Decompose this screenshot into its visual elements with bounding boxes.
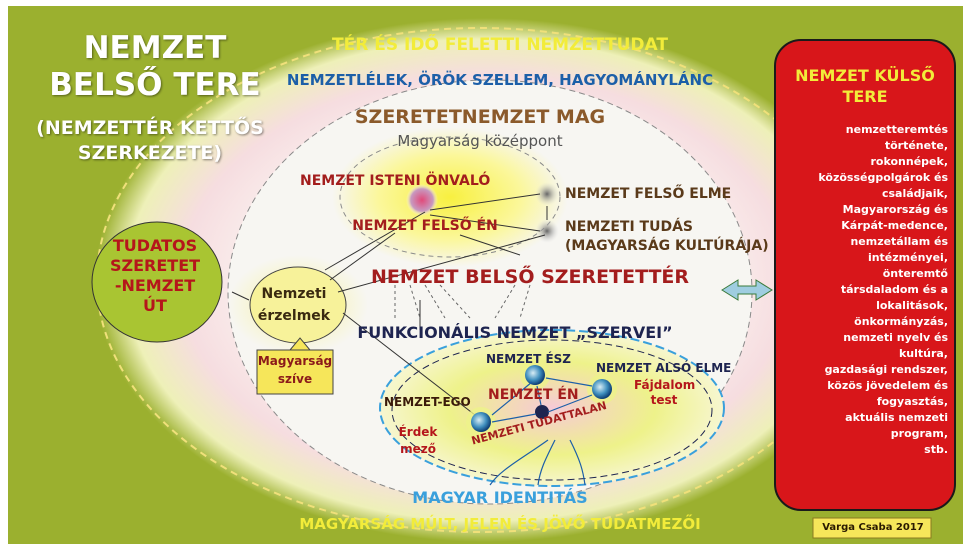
external-list-item: családjaik, <box>881 187 948 200</box>
external-list-item: nemzetállam és <box>850 235 948 248</box>
consciousness-fields-label: MAGYARSÁG MÚLT, JELEN ÉS JÖVŐ TUDATMEZŐI <box>299 515 701 533</box>
top-line-soul: NEMZETLÉLEK, ÖRÖK SZELLEM, HAGYOMÁNYLÁNC <box>286 71 714 89</box>
ego-sphere-icon <box>471 412 491 432</box>
identity-label: MAGYAR IDENTITÁS <box>412 488 588 507</box>
external-list-item: nemzetteremtés <box>845 123 948 136</box>
external-list-item: önteremtő <box>882 267 948 280</box>
external-list-item: nemzeti nyelv és <box>843 331 948 344</box>
external-list: nemzetteremtés története, rokonnépek, közös… <box>784 122 948 458</box>
core-dashed-ellipse <box>339 136 561 258</box>
external-list-item: közös jövedelem és <box>827 379 948 392</box>
core-center-label: Magyarság középpont <box>397 132 563 150</box>
core-title: SZERETETNEMZET MAG <box>354 106 606 128</box>
external-list-item: kultúra, <box>898 347 948 360</box>
top-line-consciousness: TÉR ÉS IDŐ FELETTI NEMZETTUDAT <box>332 35 668 55</box>
external-list-item: program, <box>890 427 948 440</box>
divine-self-label: NEMZET ISTENI ÖNVALÓ <box>300 173 491 189</box>
signature: Varga Csaba 2017 <box>822 522 924 533</box>
ego-label: NEMZET-EGO <box>384 395 471 409</box>
connector-lines <box>231 193 548 416</box>
external-list-item: lokalitások, <box>876 299 948 312</box>
path-ellipse <box>91 221 223 343</box>
reason-label: NEMZET ÉSZ <box>486 352 571 366</box>
heart-box-pointer <box>288 337 312 351</box>
external-list-item: önkormányzás, <box>854 315 948 328</box>
love-space-label: NEMZET BELSŐ SZERETETTÉR <box>370 266 690 288</box>
path-label: TUDATOS SZERETET -NEMZET ÚT <box>109 236 201 315</box>
external-list-item: intézményei, <box>867 251 948 264</box>
interest-field-label: Érdek mező <box>398 425 438 456</box>
knowledge-line-1: NEMZETI TUDÁS <box>565 219 694 235</box>
organ-arrows <box>489 377 593 486</box>
external-list-item: Kárpát-medence, <box>841 219 948 232</box>
external-list-item: története, <box>884 139 948 152</box>
knowledge-label: NEMZETI TUDÁS (MAGYARSÁG KULTÚRÁJA) <box>565 218 769 256</box>
external-list-item: Magyarország és <box>842 203 948 216</box>
external-box <box>774 39 956 511</box>
upper-mind-node-icon <box>535 182 559 206</box>
lower-mind-sphere-icon <box>592 379 612 399</box>
external-list-item: közösségpolgárok és <box>818 171 948 184</box>
external-list-item: stb. <box>924 443 948 456</box>
reason-sphere-icon <box>525 365 545 385</box>
upper-mind-label: NEMZET FELSŐ ELME <box>565 186 732 202</box>
emotions-label: Nemzeti érzelmek <box>257 286 331 324</box>
external-list-item: társdaladom és a <box>840 283 948 296</box>
pain-body-label: Fájdalom test <box>634 378 696 407</box>
external-list-item: aktuális nemzeti <box>845 411 948 424</box>
organs-inner-ellipse <box>391 339 713 481</box>
functional-title: FUNKCIONÁLIS NEMZET „SZERVEI” <box>357 323 673 342</box>
external-list-item: gazdasági rendszer, <box>824 363 948 376</box>
double-arrow-icon <box>721 279 773 301</box>
external-list-item: rokonnépek, <box>870 155 948 168</box>
self-star-icon <box>535 405 549 419</box>
knowledge-node-icon <box>535 219 559 243</box>
upper-self-label: NEMZET FELSŐ ÉN <box>352 218 498 234</box>
title-main: NEMZET BELSŐ TERE <box>49 30 261 103</box>
self-label: NEMZET ÉN <box>488 387 579 403</box>
dashed-connectors <box>394 284 531 319</box>
lower-mind-label: NEMZET ALSÓ ELME <box>596 361 732 375</box>
knowledge-line-2: (MAGYARSÁG KULTÚRÁJA) <box>565 238 769 254</box>
external-list-item: fogyasztás, <box>876 395 948 408</box>
external-title: NEMZET KÜLSŐ TERE <box>795 66 935 106</box>
signature-box <box>812 517 932 539</box>
heart-label: Magyarság szíve <box>257 354 333 386</box>
organs-ellipse <box>379 329 725 487</box>
divine-star-icon <box>406 184 438 216</box>
title-subtitle: (NEMZETTÉR KETTŐS SZERKEZETE) <box>36 117 264 164</box>
